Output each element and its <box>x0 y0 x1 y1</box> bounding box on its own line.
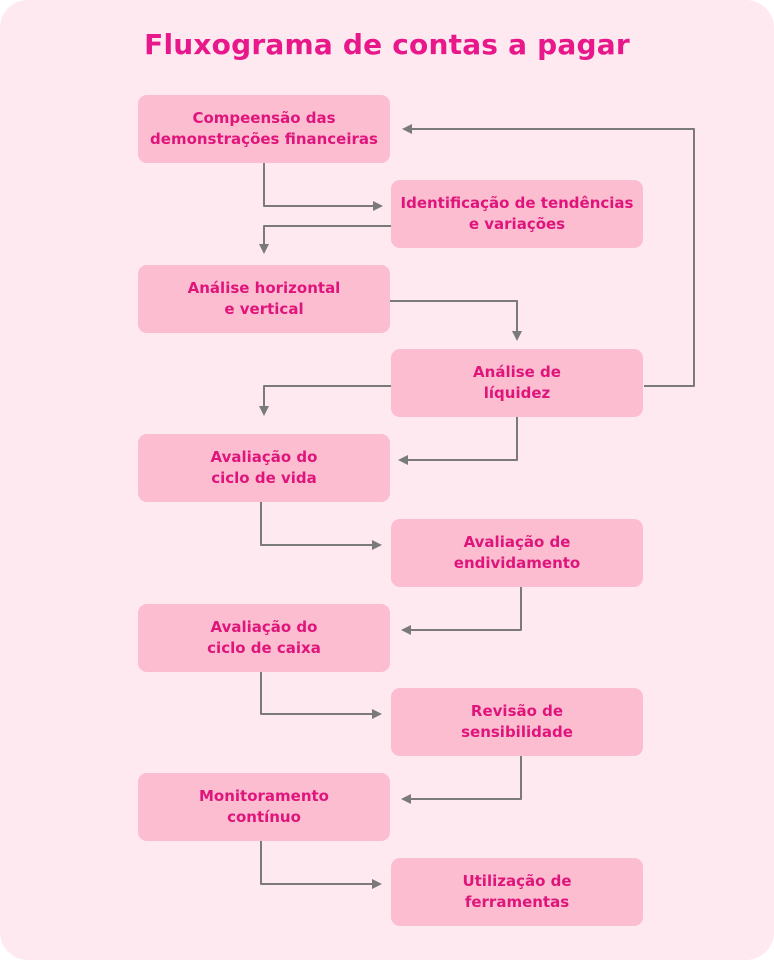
step-label-9: Monitoramento contínuo <box>198 787 329 826</box>
step-label-7: Avaliação do ciclo de caixa <box>207 618 321 657</box>
arrow-step1-to-step2 <box>263 163 383 211</box>
step-label-5: Avaliação do ciclo de vida <box>210 448 318 487</box>
arrow-step7-to-step8 <box>260 672 382 719</box>
step-label-8: Revisão de sensibilidade <box>461 702 573 741</box>
step-box-4: Análise de líquidez <box>391 349 643 417</box>
arrow-step4-to-step5-return <box>398 417 518 465</box>
diagram-title: Fluxograma de contas a pagar <box>144 28 630 61</box>
arrow-step8-to-step9 <box>401 756 522 804</box>
step-label-3: Análise horizontal e vertical <box>187 279 341 318</box>
arrow-step4-to-step5 <box>259 385 391 416</box>
step-box-9: Monitoramento contínuo <box>138 773 390 841</box>
step-box-5: Avaliação do ciclo de vida <box>138 434 390 502</box>
step-label-10: Utilização de ferramentas <box>462 872 572 911</box>
step-box-2: Identificação de tendências e variações <box>391 180 643 248</box>
arrow-step4-loop-to-step1 <box>402 124 695 387</box>
step-label-1: Compeensão das demonstrações financeiras <box>150 109 378 148</box>
step-box-8: Revisão de sensibilidade <box>391 688 643 756</box>
step-label-2: Identificação de tendências e variações <box>400 194 634 233</box>
step-box-6: Avaliação de endividamento <box>391 519 643 587</box>
arrow-step2-to-step3 <box>259 225 391 254</box>
step-box-7: Avaliação do ciclo de caixa <box>138 604 390 672</box>
arrow-step9-to-step10 <box>260 841 382 889</box>
step-label-4: Análise de líquidez <box>473 363 561 402</box>
arrow-step3-to-step4 <box>390 300 522 341</box>
step-box-10: Utilização de ferramentas <box>391 858 643 926</box>
arrow-step6-to-step7 <box>401 587 522 635</box>
step-box-1: Compeensão das demonstrações financeiras <box>138 95 390 163</box>
arrow-step5-to-step6 <box>260 502 382 550</box>
step-box-3: Análise horizontal e vertical <box>138 265 390 333</box>
step-label-6: Avaliação de endividamento <box>453 533 581 572</box>
